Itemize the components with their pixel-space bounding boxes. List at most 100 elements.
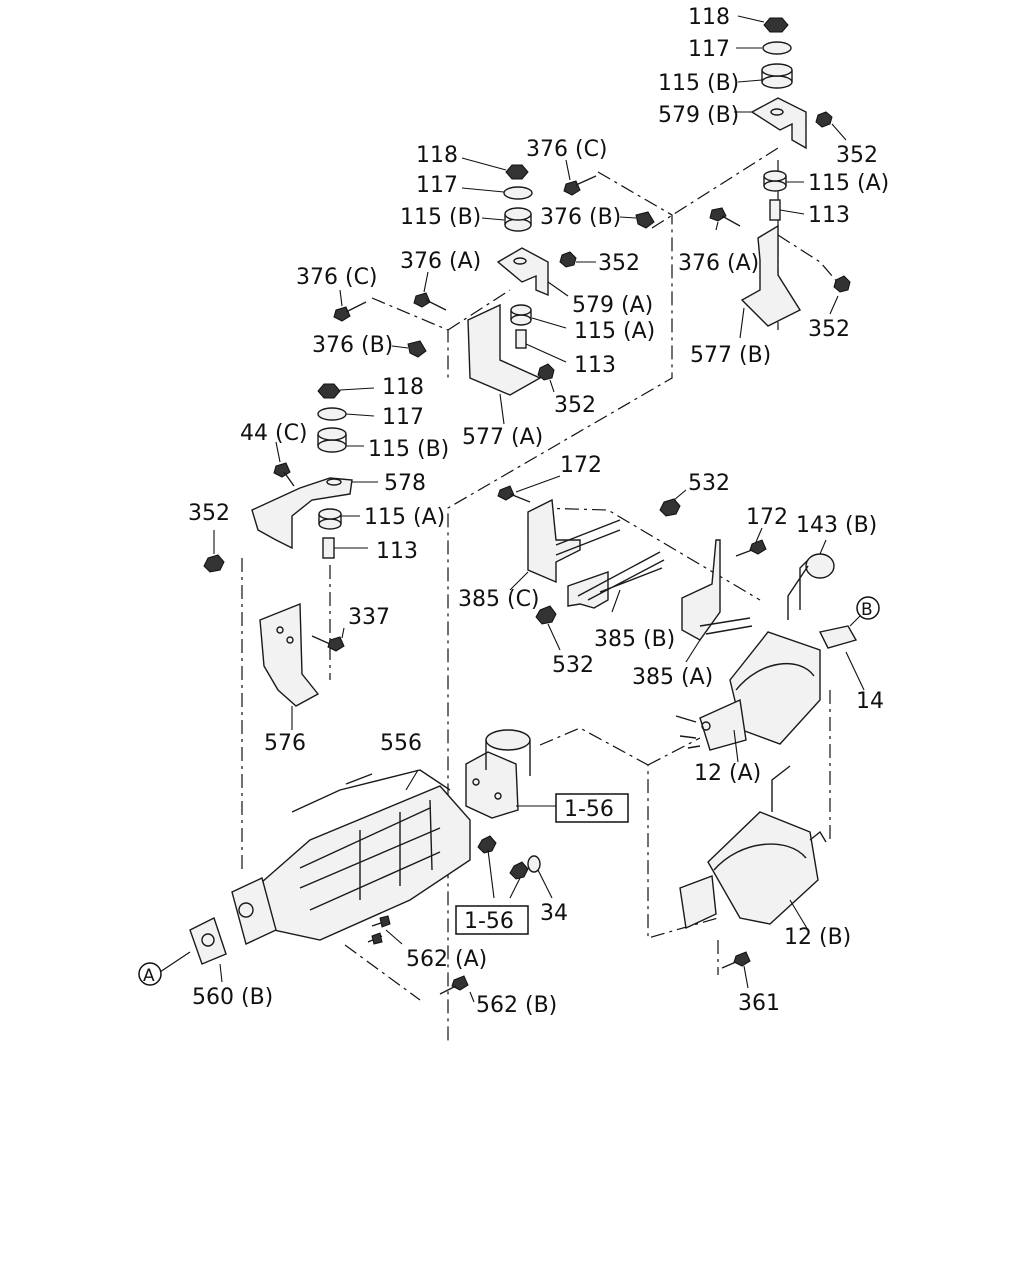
cushion-115b-mid bbox=[504, 207, 532, 232]
label-562a: 562 (A) bbox=[406, 947, 487, 972]
lower-mount-group bbox=[203, 383, 353, 707]
label-12b: 12 (B) bbox=[784, 925, 851, 950]
label-576: 576 bbox=[264, 731, 306, 756]
label-560b: 560 (B) bbox=[192, 985, 273, 1010]
reference-box-2[interactable]: 1-56 bbox=[455, 905, 529, 935]
washer-117-top bbox=[762, 41, 792, 55]
label-14: 14 bbox=[856, 689, 884, 714]
cushion-115b-low bbox=[317, 427, 347, 453]
label-337: 337 bbox=[348, 605, 390, 630]
top-mount-group bbox=[709, 17, 851, 327]
circle-ref-a-label: A bbox=[143, 966, 155, 986]
label-115a-top: 115 (A) bbox=[808, 171, 889, 196]
label-117-mid: 117 bbox=[416, 173, 458, 198]
bracket-385a bbox=[681, 539, 721, 641]
label-172a: 172 bbox=[560, 453, 602, 478]
label-117-low: 117 bbox=[382, 405, 424, 430]
label-115a-mid: 115 (A) bbox=[574, 319, 655, 344]
circle-ref-b: B bbox=[856, 596, 880, 620]
label-352-low: 352 bbox=[188, 501, 230, 526]
cushion-115a-top bbox=[763, 170, 787, 192]
bracket-385c bbox=[527, 498, 581, 584]
label-577a: 577 (A) bbox=[462, 425, 543, 450]
bolt-337 bbox=[311, 635, 345, 652]
exhaust-valve-unit bbox=[465, 729, 531, 819]
bracket-385-group bbox=[497, 485, 835, 641]
label-117-top: 117 bbox=[688, 37, 730, 62]
cushion-115a-low bbox=[318, 508, 342, 530]
label-113-low: 113 bbox=[376, 539, 418, 564]
bolt-44c bbox=[273, 462, 295, 487]
label-34: 34 bbox=[540, 901, 568, 926]
bracket-578 bbox=[251, 477, 353, 550]
bolt-376c-mid bbox=[563, 175, 597, 196]
nut-118-low bbox=[317, 383, 341, 399]
label-578: 578 bbox=[384, 471, 426, 496]
nut-1-56-b bbox=[509, 861, 529, 880]
label-376a-mid: 376 (A) bbox=[400, 249, 481, 274]
bolt-172b bbox=[735, 539, 767, 557]
label-113-mid: 113 bbox=[574, 353, 616, 378]
label-556: 556 bbox=[380, 731, 422, 756]
muffler-12a bbox=[675, 559, 841, 751]
nut-118-top bbox=[763, 17, 789, 33]
label-385c: 385 (C) bbox=[458, 587, 540, 612]
reference-box-1-label: 1-56 bbox=[564, 797, 614, 822]
label-115b-top: 115 (B) bbox=[658, 71, 739, 96]
bolt-376c-left bbox=[333, 301, 367, 322]
reference-box-1[interactable]: 1-56 bbox=[555, 793, 629, 823]
reference-box-2-label: 1-56 bbox=[464, 909, 514, 934]
middle-mount-group bbox=[333, 164, 655, 396]
label-352-top2: 352 bbox=[808, 317, 850, 342]
bolt-376a-mid bbox=[413, 292, 447, 311]
label-118-low: 118 bbox=[382, 375, 424, 400]
bolt-562b bbox=[439, 975, 469, 995]
label-44c: 44 (C) bbox=[240, 421, 308, 446]
label-118-top: 118 bbox=[688, 5, 730, 30]
bracket-579b bbox=[750, 97, 807, 150]
clip-376b-left bbox=[407, 340, 427, 358]
washer-117-mid bbox=[503, 186, 533, 200]
label-532a: 532 bbox=[688, 471, 730, 496]
nut-1-56-a bbox=[477, 835, 497, 854]
bracket-579a bbox=[496, 247, 549, 297]
collar-113-low bbox=[322, 537, 335, 559]
label-562b: 562 (B) bbox=[476, 993, 557, 1018]
label-352-mid2: 352 bbox=[554, 393, 596, 418]
nut-532b bbox=[535, 605, 557, 625]
label-532b: 532 bbox=[552, 653, 594, 678]
leader-lines bbox=[159, 15, 865, 1003]
nut-352-mid2 bbox=[537, 363, 555, 381]
label-376c-mid: 376 (C) bbox=[526, 137, 608, 162]
label-115b-mid: 115 (B) bbox=[400, 205, 481, 230]
nut-532a bbox=[659, 498, 681, 517]
circle-ref-a: A bbox=[138, 962, 162, 986]
nut-352-top bbox=[815, 111, 833, 128]
cushion-115b-top bbox=[761, 63, 793, 89]
bracket-576 bbox=[259, 602, 320, 707]
label-579a: 579 (A) bbox=[572, 293, 653, 318]
bolt-361 bbox=[721, 951, 751, 969]
label-376b-left: 376 (B) bbox=[312, 333, 393, 358]
label-352-top: 352 bbox=[836, 143, 878, 168]
label-376b-mid: 376 (B) bbox=[540, 205, 621, 230]
label-385b: 385 (B) bbox=[594, 627, 675, 652]
label-385a: 385 (A) bbox=[632, 665, 713, 690]
converter-556 bbox=[231, 769, 471, 945]
clip-376b-mid bbox=[635, 211, 655, 229]
assembly-lines bbox=[241, 147, 841, 1045]
label-376a-top: 376 (A) bbox=[678, 251, 759, 276]
label-579b: 579 (B) bbox=[658, 103, 739, 128]
label-577b: 577 (B) bbox=[690, 343, 771, 368]
nut-352-mid bbox=[559, 251, 577, 268]
part-labels: 118 117 115 (B) 579 (B) 352 115 (A) 113 … bbox=[188, 5, 889, 1018]
collar-113-top bbox=[769, 199, 781, 221]
collar-113-mid bbox=[515, 329, 527, 349]
gasket-14 bbox=[818, 625, 858, 649]
label-361: 361 bbox=[738, 991, 780, 1016]
label-172b: 172 bbox=[746, 505, 788, 530]
bolt-172a bbox=[497, 485, 531, 503]
label-352-mid: 352 bbox=[598, 251, 640, 276]
bolt-376a-top bbox=[709, 207, 741, 227]
damper-143b bbox=[787, 553, 835, 620]
